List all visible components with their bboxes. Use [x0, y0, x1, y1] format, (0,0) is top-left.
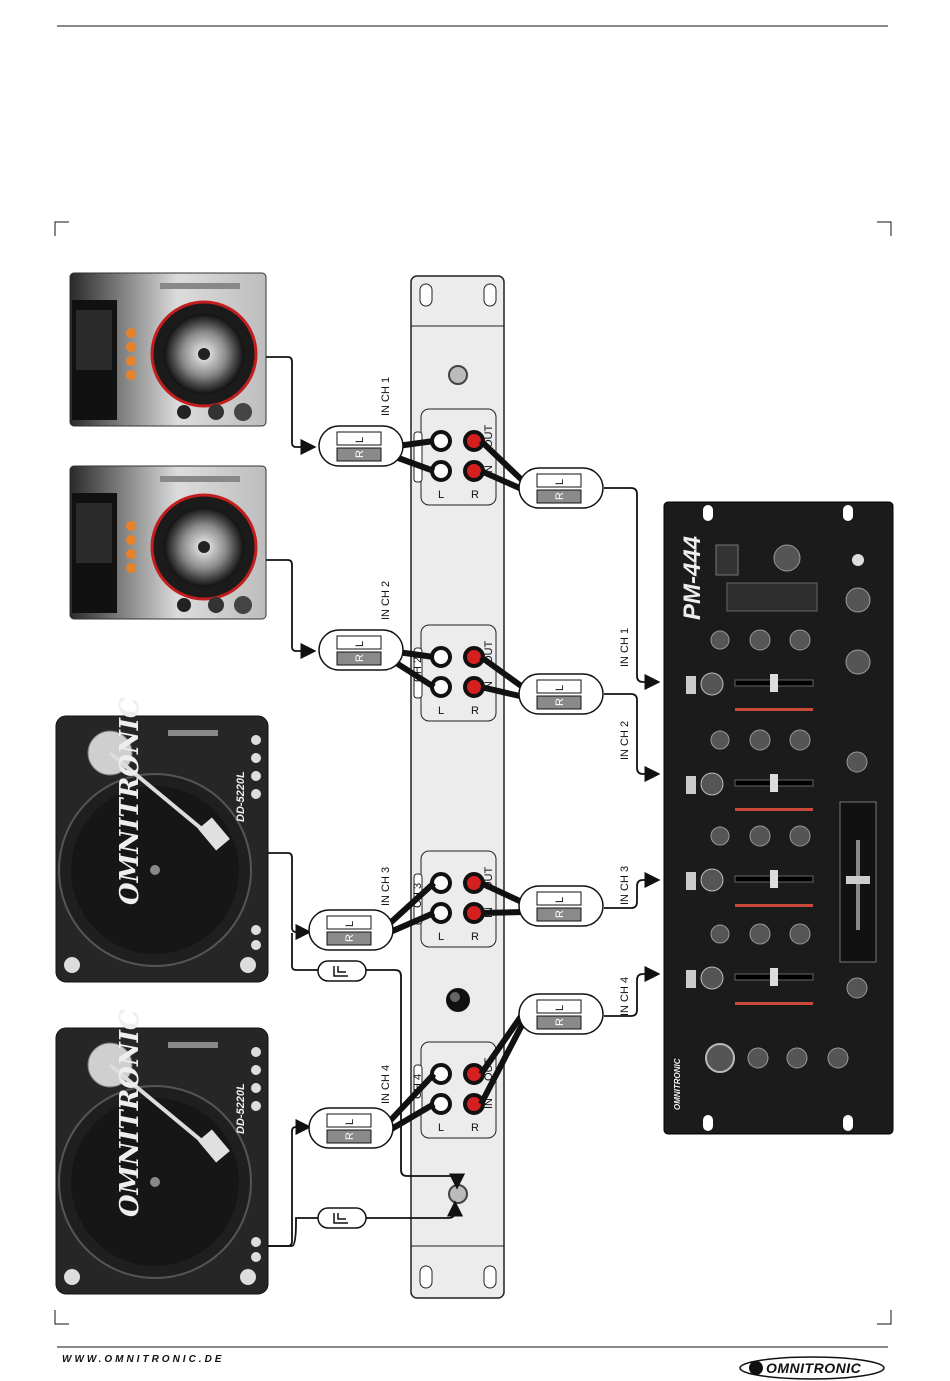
jack-block-ch3: L R OUT IN CH 3 — [412, 851, 496, 947]
footer-website[interactable]: WWW.OMNITRONIC.DE — [62, 1354, 224, 1365]
turntable-2-brand: OMNITRONIC — [115, 1009, 145, 1217]
jack-block-ch1: L R OUT IN — [414, 409, 496, 505]
mixer-pm444: PM-444 OMNITRONIC — [664, 502, 893, 1134]
plug-letter-l: L — [554, 685, 566, 691]
plug-letter-l: L — [344, 1119, 356, 1125]
plug-letter-r: R — [554, 492, 566, 500]
plug-letter-l: L — [554, 897, 566, 903]
svg-text:R: R — [471, 705, 479, 717]
turntable-2-model: DD-5220L — [235, 1083, 247, 1134]
mixer-label-in-ch2: IN CH 2 — [619, 721, 631, 760]
rca-plug-badge: RL — [319, 426, 403, 466]
plug-letter-r: R — [554, 1018, 566, 1026]
turntable-1: OMNITRONIC DD-5220L — [56, 697, 268, 982]
cd-player-1 — [70, 273, 266, 426]
plug-letter-r: R — [554, 910, 566, 918]
svg-text:R: R — [471, 1122, 479, 1134]
ground-plug-1 — [318, 961, 366, 981]
rack-label-in-ch3: IN CH 3 — [380, 867, 392, 906]
mixer-label-in-ch1: IN CH 1 — [619, 628, 631, 667]
svg-text:L: L — [438, 705, 444, 717]
rca-plug-badge: RL — [519, 468, 603, 508]
svg-text:L: L — [438, 931, 444, 943]
rca-plug-badge: RL — [309, 1108, 393, 1148]
mixer-model: PM-444 — [679, 536, 706, 620]
svg-text:L: L — [438, 1122, 444, 1134]
plug-letter-r: R — [344, 934, 356, 942]
plug-letter-r: R — [554, 698, 566, 706]
rack-label-in-ch1: IN CH 1 — [380, 377, 392, 416]
rca-plug-badge: RL — [519, 994, 603, 1034]
svg-text:L: L — [438, 489, 444, 501]
svg-text:R: R — [471, 931, 479, 943]
plug-letter-l: L — [344, 921, 356, 927]
rca-plug-badge: RL — [309, 910, 393, 950]
footer-brand: OMNITRONIC — [766, 1360, 861, 1376]
turntable-2: OMNITRONIC DD-5220L — [56, 1009, 268, 1294]
plug-letter-l: L — [354, 641, 366, 647]
rca-plug-badge: RL — [319, 630, 403, 670]
turntable-1-model: DD-5220L — [235, 771, 247, 822]
plug-letter-l: L — [554, 1005, 566, 1011]
rack-label-in-ch2: IN CH 2 — [380, 581, 392, 620]
jack-block-ch4: L R OUT IN CH 4 — [412, 1042, 496, 1138]
cd-player-2 — [70, 466, 266, 619]
plug-letter-l: L — [354, 437, 366, 443]
jack-block-ch2: L R OUT IN CH 2 — [412, 625, 496, 721]
mixer-brand: OMNITRONIC — [673, 1058, 682, 1110]
rca-plug-badge: RL — [519, 886, 603, 926]
plug-letter-r: R — [354, 450, 366, 458]
plug-letter-r: R — [354, 654, 366, 662]
crop-mark-top-right — [877, 222, 891, 236]
crop-mark-bottom-left — [55, 1310, 69, 1324]
crop-mark-top-left — [55, 222, 69, 236]
footer-logo: OMNITRONIC — [738, 1355, 886, 1381]
mixer-label-in-ch4: IN CH 4 — [619, 977, 631, 1016]
plug-letter-l: L — [554, 479, 566, 485]
mixer-label-in-ch3: IN CH 3 — [619, 866, 631, 905]
rack-label-in-ch4: IN CH 4 — [380, 1065, 392, 1104]
svg-text:R: R — [471, 489, 479, 501]
turntable-1-brand: OMNITRONIC — [115, 697, 145, 905]
rca-plug-badge: RL — [519, 674, 603, 714]
ground-plug-2 — [318, 1208, 366, 1228]
plug-letter-r: R — [344, 1132, 356, 1140]
crop-mark-bottom-right — [877, 1310, 891, 1324]
